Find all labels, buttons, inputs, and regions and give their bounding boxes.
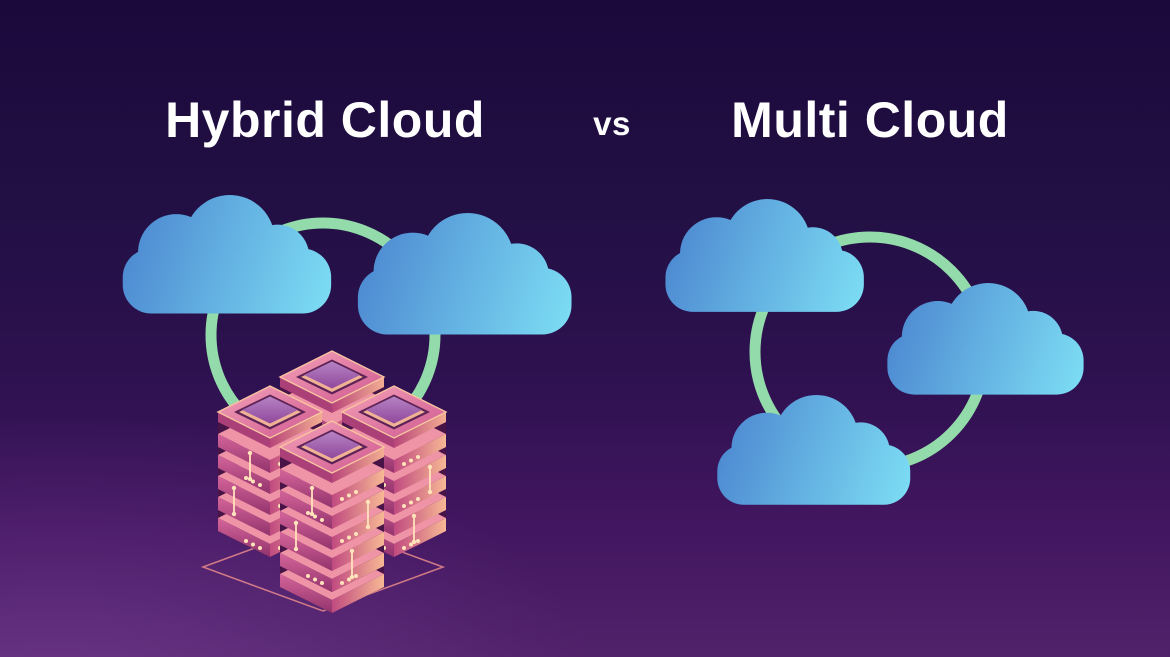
page-title-vs: vs (593, 105, 631, 142)
multi-cloud-icon-right (887, 283, 1084, 395)
hybrid-cloud-icon-left (122, 195, 332, 314)
multi-cloud-illustration (665, 199, 1084, 505)
hybrid-cloud-illustration (122, 195, 572, 613)
multi-cloud-icon-top (665, 199, 864, 312)
multi-cloud-icon-bottom (717, 395, 911, 505)
page-title-multi: Multi Cloud (731, 92, 1009, 148)
hybrid-cloud-icon-right (357, 213, 572, 335)
page-title-hybrid: Hybrid Cloud (165, 92, 485, 148)
server-stack-icon (218, 351, 446, 613)
